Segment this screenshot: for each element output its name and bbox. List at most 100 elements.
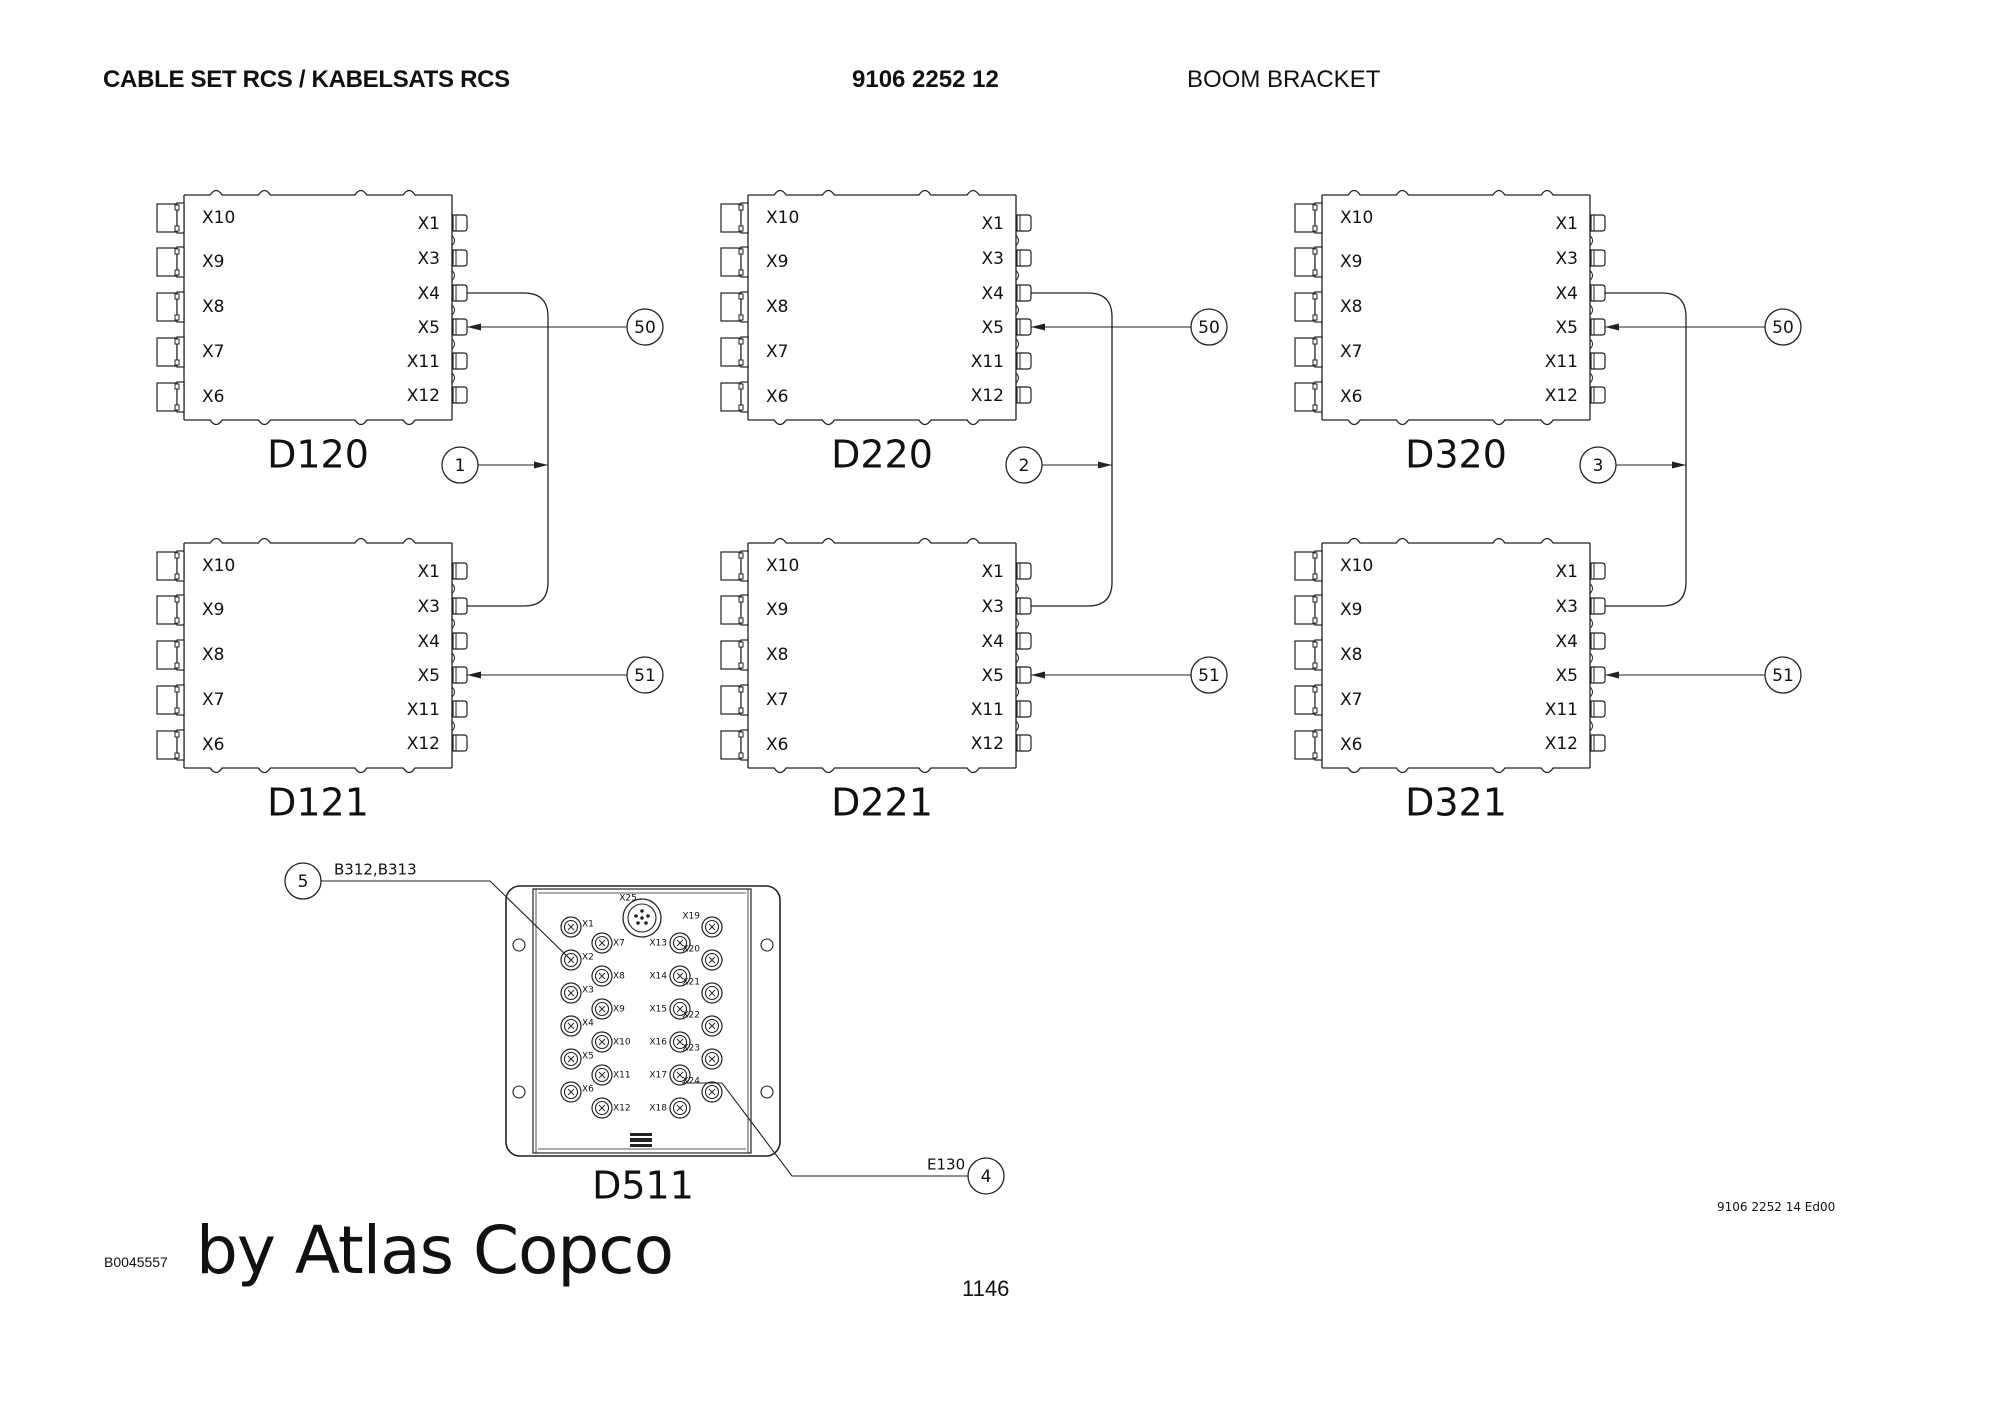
connector-x10: X10 [720,550,799,582]
connector-x17: X17 [649,1064,691,1086]
connector-nut-icon [176,381,185,413]
connector-socket-icon [452,386,468,404]
connector-nut-icon [176,594,185,626]
mounting-hole-icon [512,1085,526,1099]
balloon-circle [1764,656,1802,694]
connector-tab-icon [174,596,180,603]
connector-socket-icon [1016,734,1032,752]
connector-tab-icon [174,314,180,321]
edge-notch [1015,304,1019,316]
connector-label: X8 [766,297,788,317]
connector-tab-icon [738,641,744,648]
connector-body-icon [1294,203,1316,233]
connector-x7: X7 [591,932,625,954]
module-bottom-edge [1322,767,1590,774]
connector-nut-icon [1314,246,1323,278]
connector-body-icon [720,337,742,367]
connector-label: X1 [982,214,1004,234]
edge-notch [451,235,455,246]
connector-label: X9 [1340,600,1362,620]
connector-socket-icon [452,284,468,302]
module-bottom-edge [748,767,1016,774]
connector-socket-icon [452,666,468,684]
page-number: 1146 [962,1276,1010,1301]
connector-label: X10 [766,556,799,576]
connector-nut-icon [740,291,749,323]
module-label: D120 [267,433,369,477]
connector-nut-icon [176,291,185,323]
connector-label: X14 [649,972,667,982]
connector-x7: X7 [720,336,788,368]
connector-label: X5 [982,666,1004,686]
connector-tab-icon [1312,359,1318,366]
logo-bar [630,1133,652,1136]
connector-pin-icon [708,1022,716,1030]
connector-label: X11 [613,1071,631,1081]
connector-x4: X4 [418,284,468,316]
connector-socket-icon [1016,352,1032,370]
connector-socket-icon [452,562,468,580]
connector-label: X4 [418,284,440,304]
connector-label: X11 [971,352,1004,372]
connector-nut-icon [740,729,749,761]
connector-x12: X12 [407,386,468,406]
connector-x1: X1 [982,214,1032,246]
connector-x4: X4 [418,632,468,664]
connector-tab-icon [738,596,744,603]
connector-socket-icon [1590,352,1606,370]
balloon-upper-x5: 50 [1764,308,1802,346]
module-label: D221 [831,781,933,825]
balloon-number: 5 [298,872,309,892]
connector-x5: X5 [418,666,468,698]
connector-nut-icon [1314,684,1323,716]
connector-nut-icon [740,684,749,716]
connector-tab-icon [1312,686,1318,693]
connector-label: X8 [202,297,224,317]
connector-pin-icon [708,1088,716,1096]
connector-label: X13 [649,939,667,949]
connector-label: X4 [1556,284,1578,304]
connector-nut-icon [176,246,185,278]
connector-label: X6 [1340,387,1362,407]
connector-socket-icon [452,597,468,615]
connector-label: X18 [649,1104,667,1114]
connector-pin-icon [598,939,606,947]
connector-pin-icon [598,1071,606,1079]
connector-x8: X8 [1294,639,1362,671]
arrow-head [467,323,481,331]
connector-x1: X1 [1556,562,1606,594]
connector-socket-icon [1016,318,1032,336]
connector-socket-icon [452,352,468,370]
connector-socket-icon [1590,214,1606,232]
connector-nut-icon [740,594,749,626]
connector-label: X4 [1556,632,1578,652]
connector-nut-icon [176,684,185,716]
connector-socket-icon [1590,734,1606,752]
connector-tab-icon [738,617,744,624]
connector-x3: X3 [418,597,468,629]
edge-notch [1589,652,1593,664]
connector-body-icon [720,382,742,412]
connector-body-icon [1294,337,1316,367]
connector-x6: X6 [720,729,788,761]
connector-x24: X24 [682,1077,723,1103]
connector-label: X1 [418,562,440,582]
connector-x4: X4 [982,284,1032,316]
mounting-hole-icon [512,938,526,952]
mounting-hole-icon [760,938,774,952]
connector-body-icon [156,382,178,412]
connector-tab-icon [1312,617,1318,624]
connector-pin-icon [708,956,716,964]
connector-nut-icon [176,729,185,761]
module-label: D220 [831,433,933,477]
connector-socket-icon [1590,700,1606,718]
connector-tab-icon [738,314,744,321]
connector-tab-icon [174,359,180,366]
connector-x10: X10 [156,202,235,234]
connector-pin-icon [676,1038,684,1046]
connector-label: X23 [682,1044,700,1054]
connector-body-icon [1294,551,1316,581]
connector-nut-icon [740,246,749,278]
connector-pin-icon [567,989,575,997]
